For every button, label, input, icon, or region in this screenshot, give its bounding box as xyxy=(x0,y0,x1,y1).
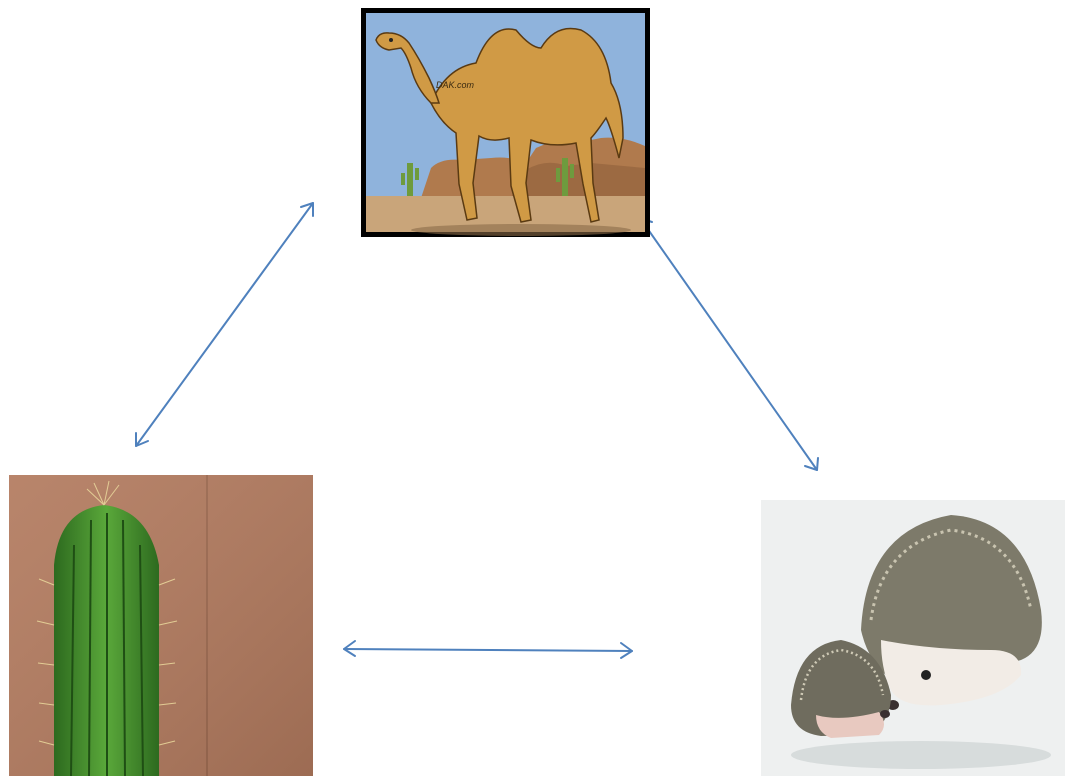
cactus-image xyxy=(9,475,313,776)
cactus-photo xyxy=(9,475,313,776)
hedgehog-image xyxy=(761,500,1065,776)
camel-illustration: DAK.com xyxy=(361,8,650,237)
arrow-camel-cactus xyxy=(136,203,313,446)
arrow-camel-hedgehog xyxy=(640,218,818,470)
camel-signature: DAK.com xyxy=(436,80,475,90)
camel-image: DAK.com xyxy=(361,8,650,237)
hedgehogs-photo xyxy=(761,500,1065,776)
arrow-cactus-hedgehog xyxy=(344,641,632,658)
